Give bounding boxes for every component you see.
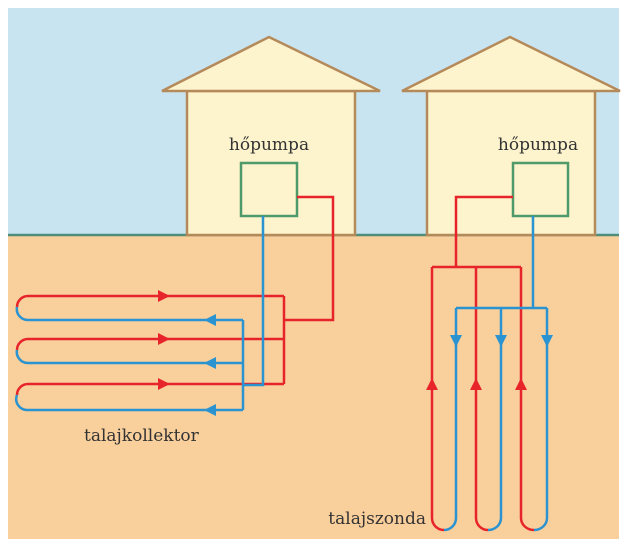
probe-3-bend-hot — [519, 517, 535, 532]
arrow-left-icon — [204, 314, 216, 326]
arrow-down-icon — [541, 335, 553, 347]
arrow-right-icon — [158, 290, 170, 302]
heat-pump-label-right: hőpumpa — [498, 135, 578, 155]
collector-hot-feed — [284, 195, 335, 322]
arrow-down-icon — [495, 335, 507, 347]
ground-probe-label: talajszonda — [328, 509, 426, 529]
ground-probe-pipes — [430, 195, 549, 532]
arrow-right-icon — [158, 378, 170, 390]
probe-2-bend-cold — [487, 517, 503, 532]
collector-loop-1-hot — [15, 294, 284, 308]
probe-1-bend-hot — [430, 517, 445, 532]
house-left: hőpumpa — [161, 35, 381, 237]
probe-2-bend-hot — [474, 517, 489, 532]
arrow-up-icon — [426, 378, 438, 390]
house-left-roof — [161, 35, 381, 93]
heat-pump-label-left: hőpumpa — [229, 135, 309, 155]
collector-loop-1-cold — [15, 306, 243, 322]
house-right-roof — [401, 35, 621, 93]
ground-collector-pipes — [15, 195, 335, 412]
arrow-left-icon — [204, 357, 216, 369]
heat-pump-box-left — [239, 161, 299, 218]
ground-collector-label: talajkollektor — [84, 426, 200, 446]
probe-1-bend-cold — [443, 517, 458, 532]
collector-loop-3-hot — [15, 382, 284, 396]
collector-loop-2-cold — [15, 349, 243, 365]
arrow-up-icon — [515, 378, 527, 390]
arrow-down-icon — [450, 335, 462, 347]
arrow-left-icon — [204, 404, 216, 416]
probe-hot-feed — [454, 195, 513, 267]
collector-loop-3-cold — [15, 394, 243, 412]
arrow-right-icon — [158, 333, 170, 345]
probe-3-bend-cold — [533, 517, 549, 532]
house-right: hőpumpa — [401, 35, 621, 237]
heat-pump-box-right — [511, 161, 570, 218]
collector-loop-2-hot — [15, 337, 284, 351]
house-right-wall — [425, 89, 597, 237]
ground — [8, 235, 619, 539]
collector-cold-feed — [243, 216, 265, 387]
arrow-up-icon — [470, 378, 482, 390]
